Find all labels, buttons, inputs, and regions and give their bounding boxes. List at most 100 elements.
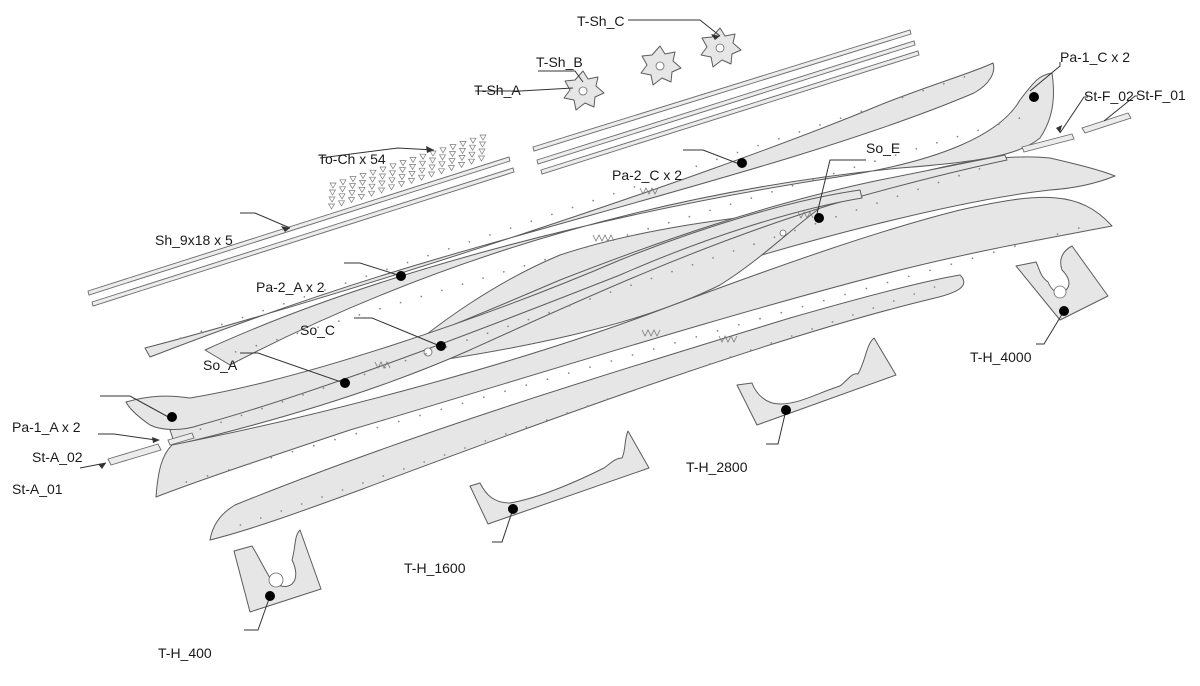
rivet-pin bbox=[281, 400, 284, 403]
to-ch-tooth bbox=[479, 134, 487, 141]
label-pa-2-a: Pa-2_A x 2 bbox=[256, 279, 325, 295]
label-t-sh-b: T-Sh_B bbox=[536, 54, 583, 70]
rivet-pin bbox=[737, 323, 740, 326]
to-ch-teeth-grid bbox=[327, 134, 487, 210]
rivet-pin bbox=[527, 318, 530, 321]
rivet-pin bbox=[749, 349, 752, 351]
rivet-pin bbox=[627, 391, 630, 393]
to-ch-tooth bbox=[439, 147, 447, 154]
to-ch-tooth bbox=[429, 150, 437, 157]
st-f-01-strip bbox=[1081, 112, 1132, 134]
center-hole-right bbox=[779, 229, 787, 237]
rivet-pin bbox=[551, 213, 553, 216]
rivet-pin bbox=[447, 247, 450, 250]
rivet-pin bbox=[997, 123, 1000, 126]
to-ch-tooth bbox=[448, 158, 456, 165]
rivet-pin bbox=[688, 370, 691, 372]
to-ch-tooth bbox=[327, 203, 336, 210]
rivet-pin bbox=[199, 428, 202, 430]
rivet-pin bbox=[757, 144, 759, 147]
label-so-e: So_E bbox=[866, 140, 900, 156]
label-t-sh-c: T-Sh_C bbox=[577, 13, 624, 29]
rivet-pin bbox=[585, 246, 588, 249]
label-st-a-02: St-A_02 bbox=[32, 449, 83, 465]
rivet-pin bbox=[770, 342, 773, 344]
to-ch-tooth bbox=[389, 163, 397, 170]
label-pa-1-a: Pa-1_A x 2 bbox=[12, 419, 81, 435]
rivet-pin bbox=[630, 284, 632, 287]
rivet-pin bbox=[589, 366, 591, 368]
to-ch-tooth bbox=[338, 186, 347, 193]
to-ch-tooth bbox=[408, 171, 416, 178]
rivet-pin bbox=[302, 394, 304, 396]
shafts-left bbox=[87, 156, 515, 307]
rivet-pin bbox=[404, 359, 407, 362]
to-ch-tooth bbox=[329, 182, 337, 189]
rivet-pin bbox=[321, 496, 323, 498]
rivet-pin bbox=[612, 192, 615, 195]
rivet-pin bbox=[317, 326, 319, 329]
rivet-pin bbox=[791, 184, 794, 187]
label-st-f-01: St-F_01 bbox=[1136, 87, 1186, 103]
rivet-pin bbox=[227, 469, 230, 471]
t-sh-b-plate bbox=[640, 45, 682, 86]
pa-1-a-panel bbox=[125, 189, 863, 430]
rivet-pin bbox=[261, 407, 263, 410]
rivet-pin bbox=[1077, 227, 1080, 229]
arrow-heads bbox=[98, 34, 1062, 469]
rivet-pin bbox=[933, 286, 936, 288]
rivet-pin bbox=[206, 475, 209, 477]
to-ch-tooth bbox=[428, 157, 437, 164]
rivet-pin bbox=[241, 316, 244, 319]
rivet-pin bbox=[695, 165, 698, 168]
rivet-pin bbox=[571, 206, 574, 209]
label-pa-1-c: Pa-1_C x 2 bbox=[1060, 49, 1130, 65]
label-t-sh-a: T-Sh_A bbox=[474, 82, 521, 98]
to-ch-tooth bbox=[457, 162, 466, 169]
rivet-pin bbox=[406, 261, 409, 264]
rivet-pin bbox=[589, 298, 591, 300]
rivet-pin bbox=[790, 335, 793, 337]
rivet-pin bbox=[234, 351, 237, 353]
rivet-pin bbox=[695, 336, 698, 338]
rivet-pin bbox=[303, 296, 306, 298]
marker-dots bbox=[167, 92, 1069, 601]
rivet-pin bbox=[249, 462, 251, 465]
to-ch-tooth bbox=[398, 167, 407, 174]
t-h-4000-bore bbox=[1053, 285, 1067, 299]
rivet-pin bbox=[956, 135, 959, 138]
label-t-h-1600: T-H_1600 bbox=[404, 560, 466, 576]
rivet-pin bbox=[525, 384, 528, 387]
label-st-f-02: St-F_02 bbox=[1084, 88, 1134, 104]
rivet-pin bbox=[489, 234, 491, 236]
rivet-pin bbox=[337, 320, 340, 322]
to-ch-tooth bbox=[378, 173, 387, 180]
rivet-pin bbox=[977, 129, 979, 132]
rivet-pin bbox=[566, 412, 568, 414]
rivet-pin bbox=[427, 254, 429, 257]
rivet-pin bbox=[674, 172, 677, 175]
to-ch-tooth bbox=[348, 190, 356, 197]
rivet-pin bbox=[324, 289, 326, 291]
to-ch-tooth bbox=[328, 189, 337, 196]
rivet-pin bbox=[610, 360, 613, 362]
to-ch-tooth bbox=[358, 187, 366, 194]
to-ch-tooth bbox=[417, 174, 426, 181]
rivet-pin bbox=[282, 302, 285, 305]
to-ch-tooth bbox=[379, 166, 387, 173]
rivet-pin bbox=[896, 195, 899, 198]
rivet-pin bbox=[468, 241, 471, 243]
rivet-pin bbox=[344, 282, 347, 284]
rivet-pin bbox=[881, 103, 883, 106]
to-ch-tooth bbox=[449, 144, 457, 151]
to-ch-tooth bbox=[368, 176, 377, 183]
rivet-pin bbox=[423, 461, 426, 463]
rivet-pin bbox=[240, 414, 243, 417]
rivet-pin bbox=[798, 131, 801, 133]
to-ch-tooth bbox=[419, 153, 427, 160]
rivet-pin bbox=[780, 311, 783, 314]
to-ch-tooth bbox=[388, 170, 397, 177]
rivet-pin bbox=[365, 275, 368, 278]
rivet-pin bbox=[270, 456, 273, 459]
rivet-pin bbox=[322, 387, 325, 389]
